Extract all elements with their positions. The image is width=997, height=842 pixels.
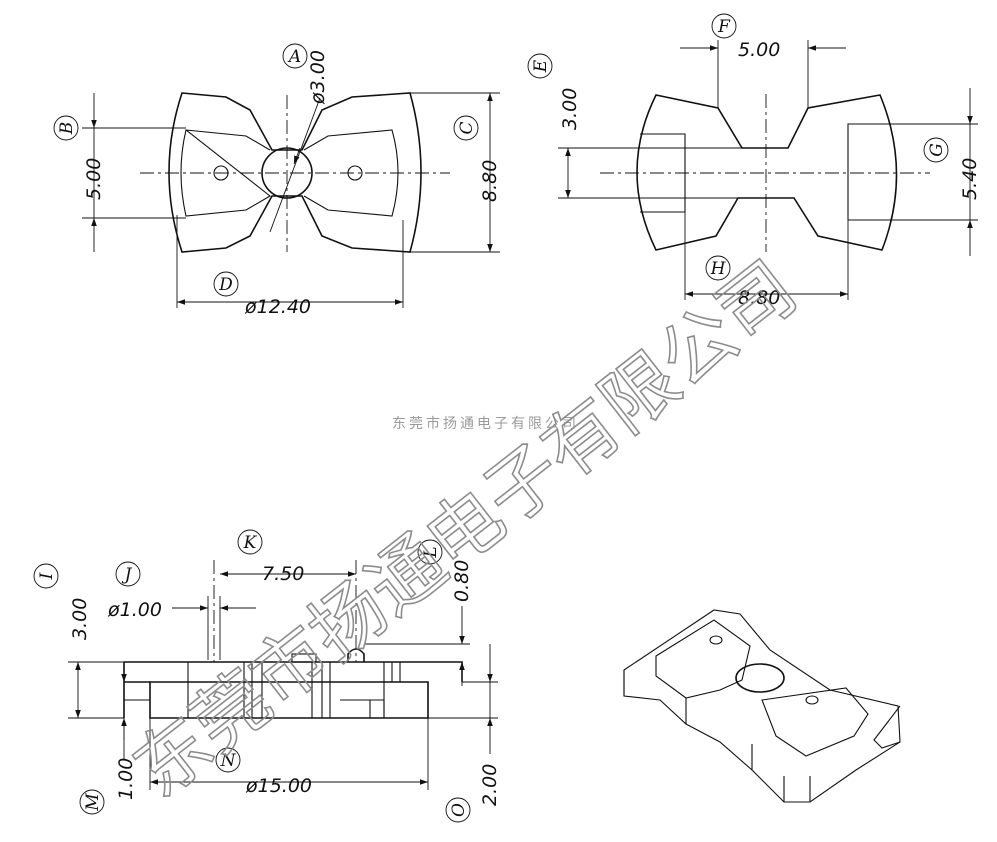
leader-a xyxy=(269,97,321,233)
label-o: O xyxy=(449,803,469,817)
dim-b-text: 5.00 xyxy=(83,158,105,200)
dim-i-text: 3.00 xyxy=(69,598,91,640)
label-i: I xyxy=(37,572,57,580)
label-n: N xyxy=(220,751,237,771)
top-view-left xyxy=(82,92,500,308)
dim-o-text: 2.00 xyxy=(479,764,501,806)
dim-m-text: 1.00 xyxy=(115,758,137,800)
inner-outline xyxy=(180,129,399,217)
label-d: D xyxy=(218,275,233,295)
label-b: B xyxy=(57,122,77,136)
label-m: M xyxy=(83,793,103,812)
dim-n-text: ø15.00 xyxy=(245,775,312,797)
label-a: A xyxy=(287,47,301,67)
label-k: K xyxy=(243,533,258,553)
dim-l-text: 0.80 xyxy=(451,560,473,602)
label-l: L xyxy=(421,546,441,558)
dim-f-text: 5.00 xyxy=(738,39,780,61)
label-j: J xyxy=(122,565,133,585)
isometric-view xyxy=(623,609,901,803)
side-view xyxy=(68,560,498,790)
dim-c-text: 8.80 xyxy=(479,160,501,202)
side-view-labels: I 3.00 J ø1.00 K 7.50 L 0.80 M 1.00 N ø1… xyxy=(33,529,501,823)
dim-hole-text: ø3.00 xyxy=(307,50,329,105)
notch-right xyxy=(847,123,896,221)
watermark-small: 东莞市扬通电子有限公司 xyxy=(392,415,579,432)
pin-left xyxy=(291,653,317,663)
outer-outline-right xyxy=(636,94,898,251)
label-g: G xyxy=(927,143,947,157)
iso-center-hole xyxy=(735,663,785,693)
top-view-left-labels: A ø3.00 B 5.00 C 8.80 D ø12.40 xyxy=(53,43,501,318)
top-view-right xyxy=(558,40,978,300)
dim-k-text: 7.50 xyxy=(262,563,304,585)
label-f: F xyxy=(717,17,731,37)
top-view-right-labels: E 3.00 F 5.00 G 5.40 H 8.80 xyxy=(527,13,981,309)
outer-outline xyxy=(168,92,422,253)
label-c: C xyxy=(457,121,477,134)
dim-j-text: ø1.00 xyxy=(107,599,162,621)
dim-h-text: 8.80 xyxy=(738,287,780,309)
dim-e-text: 3.00 xyxy=(559,88,581,130)
label-h: H xyxy=(710,259,727,279)
dim-d-text: ø12.40 xyxy=(244,296,311,318)
label-e: E xyxy=(531,59,551,73)
iso-pin-left xyxy=(709,635,723,645)
dim-g-text: 5.40 xyxy=(959,158,981,200)
iso-pin-right xyxy=(805,695,819,705)
watermark-big: 东莞市扬通电子有限公司 xyxy=(118,245,812,814)
